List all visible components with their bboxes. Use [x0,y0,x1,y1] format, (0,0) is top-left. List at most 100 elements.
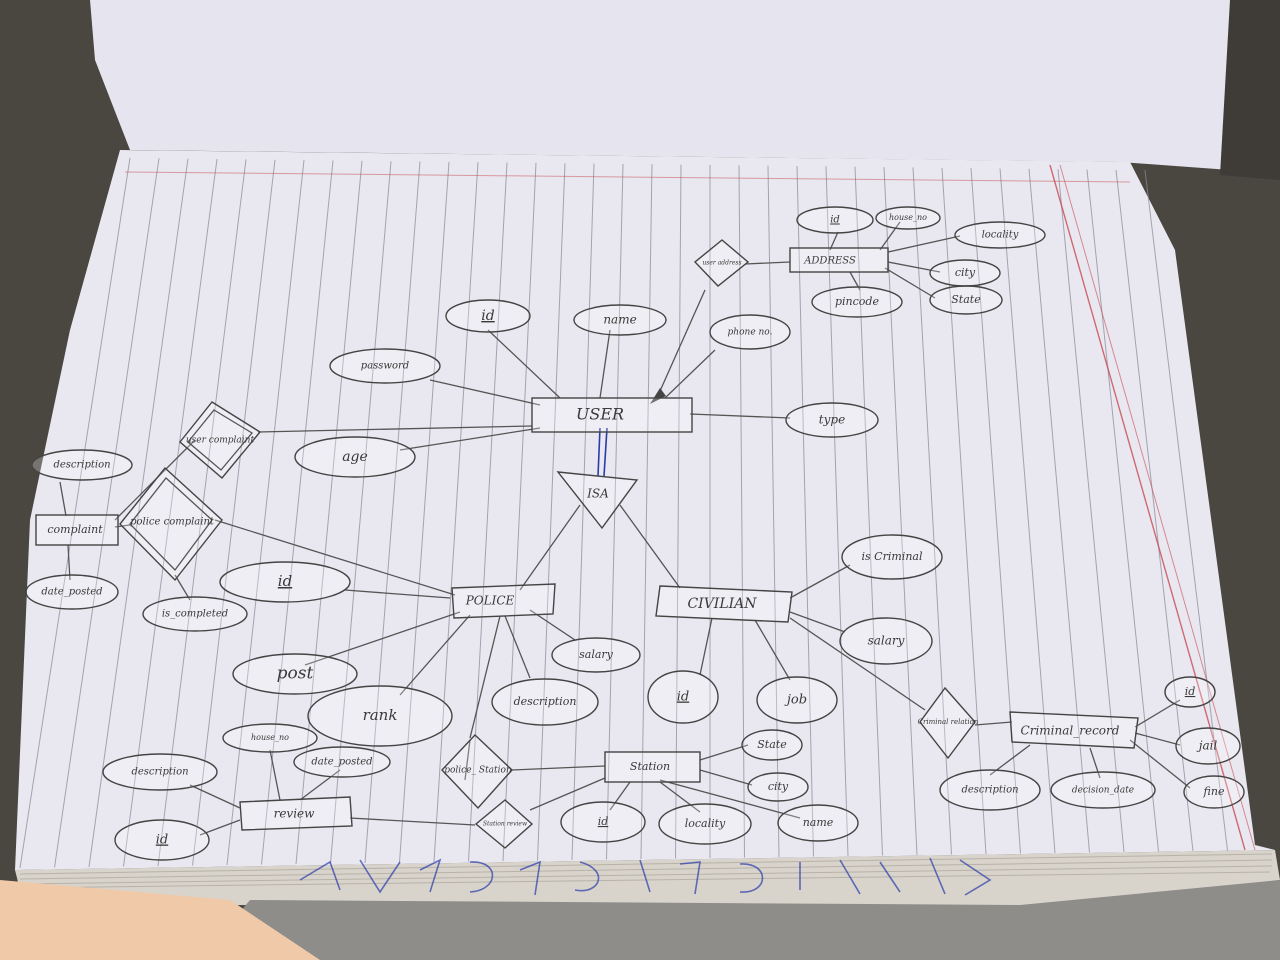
attribute-review-description[interactable]: description [102,753,218,791]
attribute-job-label: job [784,693,807,708]
relationship-criminal-relation-label: Criminal relation [918,718,979,726]
attribute-is-completed-label: is_completed [162,609,228,620]
attribute-locality-label: locality [982,230,1019,241]
attribute-station-city[interactable]: city [747,772,809,802]
relationship-police-station[interactable]: police_ Station [441,734,513,810]
attribute-jail[interactable]: jail [1175,727,1241,765]
attribute-review-date-posted[interactable]: date_posted [293,746,391,778]
entity-police[interactable]: POLICE [451,583,556,619]
attribute-date-posted[interactable]: date_posted [25,574,119,610]
entity-station[interactable]: Station [604,751,701,783]
attribute-state-label: State [951,293,981,306]
attribute-house-no-label: house_no [889,213,927,222]
attribute-police-salary[interactable]: salary [551,637,641,673]
attribute-rank[interactable]: rank [307,685,453,747]
attribute-station-name[interactable]: name [777,804,859,842]
attribute-fine-label: fine [1203,785,1225,798]
attribute-address-id-label: id [830,215,840,226]
attribute-police-salary-label: salary [579,648,614,661]
relationship-police-complaint[interactable]: police complaint [119,466,223,582]
attribute-age[interactable]: age [294,436,416,478]
attribute-rank-label: rank [363,706,398,724]
attribute-city[interactable]: city [929,259,1001,287]
attribute-phone-no-label: phone no. [728,328,773,338]
relationship-police-station-label: police_ Station [444,766,512,776]
attribute-password[interactable]: password [329,348,441,384]
attribute-record-description[interactable]: description [939,769,1041,811]
attribute-review-id-label: id [156,833,168,848]
attribute-pincode[interactable]: pincode [811,286,903,318]
entity-address[interactable]: ADDRESS [789,247,889,273]
attribute-user-id-label: id [481,308,494,324]
entity-review[interactable]: review [239,796,353,831]
attribute-complaint-description-label: description [53,460,110,471]
attribute-record-description-label: description [961,785,1018,796]
attribute-user-id[interactable]: id [445,299,531,333]
attribute-post[interactable]: post [232,653,358,695]
attribute-civilian-salary-label: salary [868,634,905,648]
attribute-type-label: type [819,413,845,427]
entity-user-label: USER [576,405,624,424]
entity-civilian[interactable]: CIVILIAN [655,585,793,623]
attribute-record-id-label: id [1185,685,1196,698]
relationship-user-address[interactable]: user address [693,239,750,287]
entity-civilian-label: CIVILIAN [687,596,757,612]
attribute-review-date-posted-label: date_posted [311,757,372,768]
entity-criminal-record[interactable]: Criminal_record [1009,711,1139,749]
relationship-user-complaint[interactable]: user complaint [179,401,262,479]
attribute-fine[interactable]: fine [1183,775,1245,809]
relationship-station-review[interactable]: Station review [474,799,534,849]
blue-scribble [299,857,992,896]
attribute-house-no[interactable]: house_no [875,206,941,230]
attribute-user-name[interactable]: name [573,304,667,336]
attribute-review-house-no-label: house_no [251,733,289,742]
attribute-review-description-label: description [131,767,188,778]
relationship-police-complaint-label: police complaint [130,517,215,528]
attribute-station-id[interactable]: id [560,801,646,843]
attribute-state[interactable]: State [929,285,1003,315]
entity-police-label: POLICE [465,594,515,608]
attribute-job[interactable]: job [756,676,838,724]
attribute-locality[interactable]: locality [954,221,1046,249]
entity-user[interactable]: USER [531,397,693,433]
attribute-police-id-label: id [278,572,292,590]
attribute-station-state[interactable]: State [741,729,803,761]
attribute-is-completed[interactable]: is_completed [142,596,248,632]
isa-label: ISA [586,487,609,501]
relationship-criminal-relation[interactable]: Criminal relation [918,686,979,760]
entity-station-label: Station [630,760,670,773]
attribute-police-id[interactable]: id [219,561,351,603]
entity-complaint-label: complaint [47,523,103,536]
attribute-police-description[interactable]: description [491,678,599,726]
entity-address-label: ADDRESS [803,256,856,267]
attribute-password-label: password [361,361,409,372]
relationship-user-complaint-label: user complaint [186,436,255,446]
attribute-type[interactable]: type [785,402,879,438]
attribute-city-label: city [955,266,976,279]
attribute-is-criminal-label: is Criminal [862,550,923,563]
attribute-review-id[interactable]: id [114,819,210,861]
attribute-phone-no[interactable]: phone no. [709,314,791,350]
attribute-decision-date[interactable]: decision_date [1050,771,1156,809]
attribute-civilian-salary[interactable]: salary [839,617,933,665]
attribute-station-state-label: State [757,738,787,751]
attribute-police-description-label: description [514,695,577,708]
relationship-user-address-label: user address [702,260,741,267]
attribute-post-label: post [277,664,314,684]
attribute-address-id[interactable]: id [796,206,874,234]
attribute-decision-date-label: decision_date [1072,786,1134,796]
entity-complaint[interactable]: complaint [35,514,119,546]
attribute-is-criminal[interactable]: is Criminal [841,534,943,580]
entity-criminal-record-label: Criminal_record [1021,724,1120,738]
attribute-review-house-no[interactable]: house_no [222,723,318,753]
attribute-civilian-id[interactable]: id [647,670,719,724]
attribute-station-city-label: city [768,780,789,793]
attribute-complaint-description[interactable]: description [31,449,133,481]
attribute-user-name-label: name [603,313,636,327]
attribute-record-id[interactable]: id [1164,676,1216,708]
isa-triangle[interactable]: ISA [556,471,639,530]
attribute-station-name-label: name [803,816,834,829]
attribute-station-locality-label: locality [685,817,726,830]
attribute-station-locality[interactable]: locality [658,803,752,845]
attribute-civilian-id-label: id [677,690,689,705]
